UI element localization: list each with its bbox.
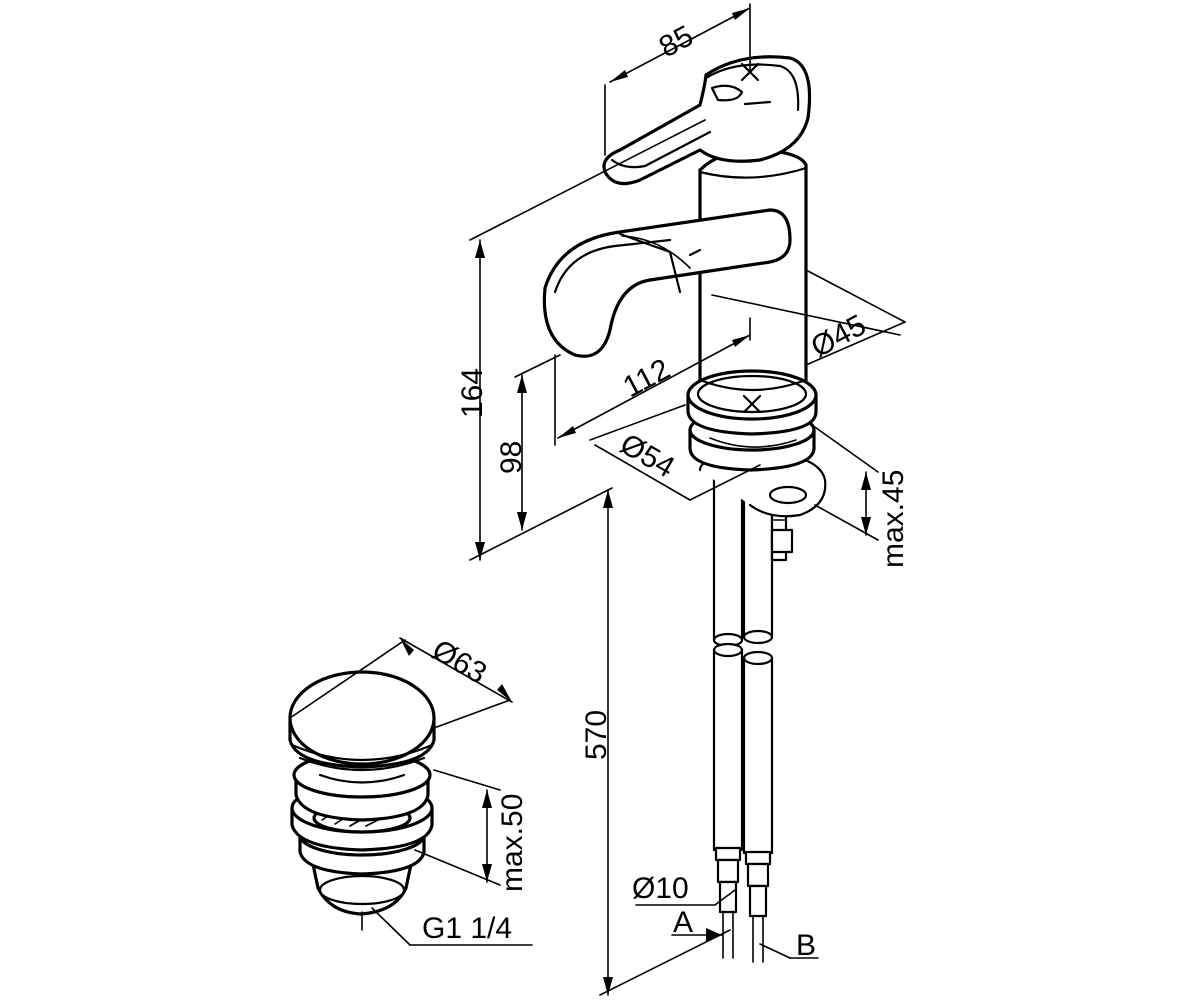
faucet: [542, 55, 827, 963]
label-waste-diameter: Ø63: [427, 633, 493, 690]
label-max-deck: max.45: [877, 470, 910, 568]
label-waste-thread: G1 1/4: [422, 912, 512, 945]
label-handle-length: 85: [654, 19, 699, 64]
faucet-lever: [602, 55, 812, 186]
label-hose-length: 570: [580, 710, 613, 760]
label-hose-diameter: Ø10: [632, 872, 689, 905]
faucet-spout: [542, 208, 792, 358]
label-hose-b: B: [796, 929, 816, 962]
flexible-hoses: [712, 460, 774, 963]
label-hose-a: A: [673, 906, 693, 939]
base-plate: [686, 369, 818, 472]
dimension-lines: [469, 3, 906, 996]
label-spout-reach: 112: [618, 353, 676, 405]
waste-valve: [288, 670, 436, 931]
base-center-mark: [742, 394, 762, 414]
waste-dimension-lines: [289, 637, 533, 946]
label-total-height: 164: [456, 368, 489, 418]
label-waste-max: max.50: [496, 794, 529, 892]
label-spout-height: 98: [495, 441, 528, 474]
